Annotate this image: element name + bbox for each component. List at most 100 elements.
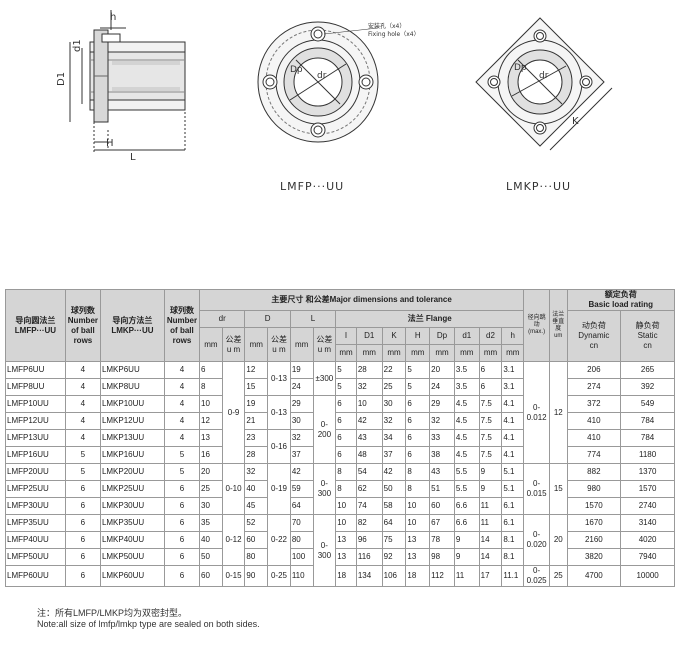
d1-value: 6.6: [453, 514, 480, 532]
static-load: 265: [620, 361, 675, 379]
th-flange: 法兰 Flange: [335, 310, 525, 328]
dim-d1-label: d1: [72, 39, 83, 52]
D1-value: 43: [355, 429, 383, 447]
dim-h-label: h: [110, 12, 116, 23]
dynamic-load: 1670: [566, 514, 622, 532]
dynamic-load: 410: [566, 429, 622, 447]
dr-value: 13: [199, 429, 223, 447]
th-D: D: [244, 310, 291, 328]
d2-value: 9: [478, 480, 503, 498]
table-row: LMFP12UU 4 LMKP12UU 4 12 21 30 6 42 32 6…: [5, 412, 675, 430]
model-round: LMFP40UU: [5, 531, 66, 549]
model-round: LMFP8UU: [5, 378, 66, 396]
K-value: 75: [381, 531, 407, 549]
Dp-value: 32: [429, 412, 455, 430]
dynamic-load: 206: [566, 361, 622, 379]
th-L-mm: mm: [289, 327, 314, 362]
Dp-value: 43: [429, 463, 455, 481]
ball-rows: 6: [163, 497, 201, 515]
d1-value: 11: [453, 565, 480, 587]
dr-value: 20: [199, 463, 223, 481]
dr-value: 60: [199, 565, 223, 587]
ball-rows: 4: [64, 429, 101, 447]
model-square: LMKP20UU: [99, 463, 165, 481]
dynamic-load: 372: [566, 395, 622, 413]
h-value: 3.1: [501, 361, 525, 379]
L-value: 30: [289, 412, 314, 430]
l-value: 18: [335, 565, 357, 587]
D-tolerance: 0-25: [267, 565, 291, 587]
ball-rows: 4: [64, 361, 101, 379]
note-cn: 注：所有LMFP/LMKP均为双密封型。: [37, 608, 188, 618]
model-square: LMKP30UU: [99, 497, 165, 515]
th-dr: dr: [198, 310, 246, 328]
eccentricity-value: 0-0.025: [523, 565, 550, 587]
table-row: LMFP8UU 4 LMKP8UU 4 8 15 24 5 32 25 5 24…: [5, 378, 675, 396]
K-value: 32: [381, 412, 407, 430]
d2-value: 7.5: [478, 446, 503, 464]
d2-value: 7.5: [478, 412, 503, 430]
model-round: LMFP16UU: [5, 446, 66, 464]
D1-value: 10: [355, 395, 383, 413]
Dp-value: 33: [429, 429, 455, 447]
l-value: 10: [335, 514, 357, 532]
h-value: 6.1: [501, 514, 525, 532]
table-row: LMFP60UU 6 LMKP60UU 6 60 0-15 90 0-25 11…: [5, 565, 675, 587]
static-load: 3140: [620, 514, 675, 532]
h-value: 4.1: [501, 412, 525, 430]
eccentricity-value: 0-0.015: [523, 463, 550, 515]
H-value: 6: [405, 429, 431, 447]
dynamic-load: 274: [566, 378, 622, 396]
th-col-d2: d2: [478, 327, 503, 345]
D-value: 40: [244, 480, 269, 498]
ball-rows: 6: [64, 565, 101, 587]
K-value: 50: [381, 480, 407, 498]
dr-tolerance: 0-15: [221, 565, 246, 587]
Dp-value: 38: [429, 446, 455, 464]
model-square: LMKP8UU: [99, 378, 165, 396]
D1-value: 134: [355, 565, 383, 587]
L-value: 110: [289, 565, 314, 587]
table-row: LMFP10UU 4 LMKP10UU 4 10 19 0-13 29 0-20…: [5, 395, 675, 464]
d1-value: 4.5: [453, 429, 480, 447]
model-square: LMKP40UU: [99, 531, 165, 549]
K-value: 30: [381, 395, 407, 413]
d2-value: 9: [478, 463, 503, 481]
H-value: 10: [405, 497, 431, 515]
D1-value: 28: [355, 361, 383, 379]
model-square: LMKP10UU: [99, 395, 165, 413]
th-dr-mm: mm: [199, 327, 223, 362]
L-value: 59: [289, 480, 314, 498]
dynamic-load: 410: [566, 412, 622, 430]
D-tolerance: 0-16: [267, 429, 291, 464]
l-value: 6: [335, 429, 357, 447]
D1-value: 62: [355, 480, 383, 498]
eccentricity-value: 0-0.012: [523, 361, 550, 464]
D-value: 28: [244, 446, 269, 464]
model-square: LMKP35UU: [99, 514, 165, 532]
dr-value: 6: [199, 361, 223, 379]
D-value: 80: [244, 548, 269, 566]
fixing-hole-en: Fixing hole（x4）: [368, 31, 420, 38]
dim-L-label: L: [130, 152, 136, 163]
ball-rows: 4: [64, 412, 101, 430]
ball-rows: 4: [64, 395, 101, 413]
static-load: 1180: [620, 446, 675, 464]
l-value: 6: [335, 412, 357, 430]
th-D-mm: mm: [244, 327, 269, 362]
d1-value: 3.5: [453, 378, 480, 396]
th-main-dimensions: 主要尺寸 和公差Major dimensions and tolerance: [198, 289, 525, 311]
L-value: 80: [289, 531, 314, 549]
D1-value: 74: [355, 497, 383, 515]
D1-value: 116: [355, 548, 383, 566]
h-value: 4.1: [501, 446, 525, 464]
